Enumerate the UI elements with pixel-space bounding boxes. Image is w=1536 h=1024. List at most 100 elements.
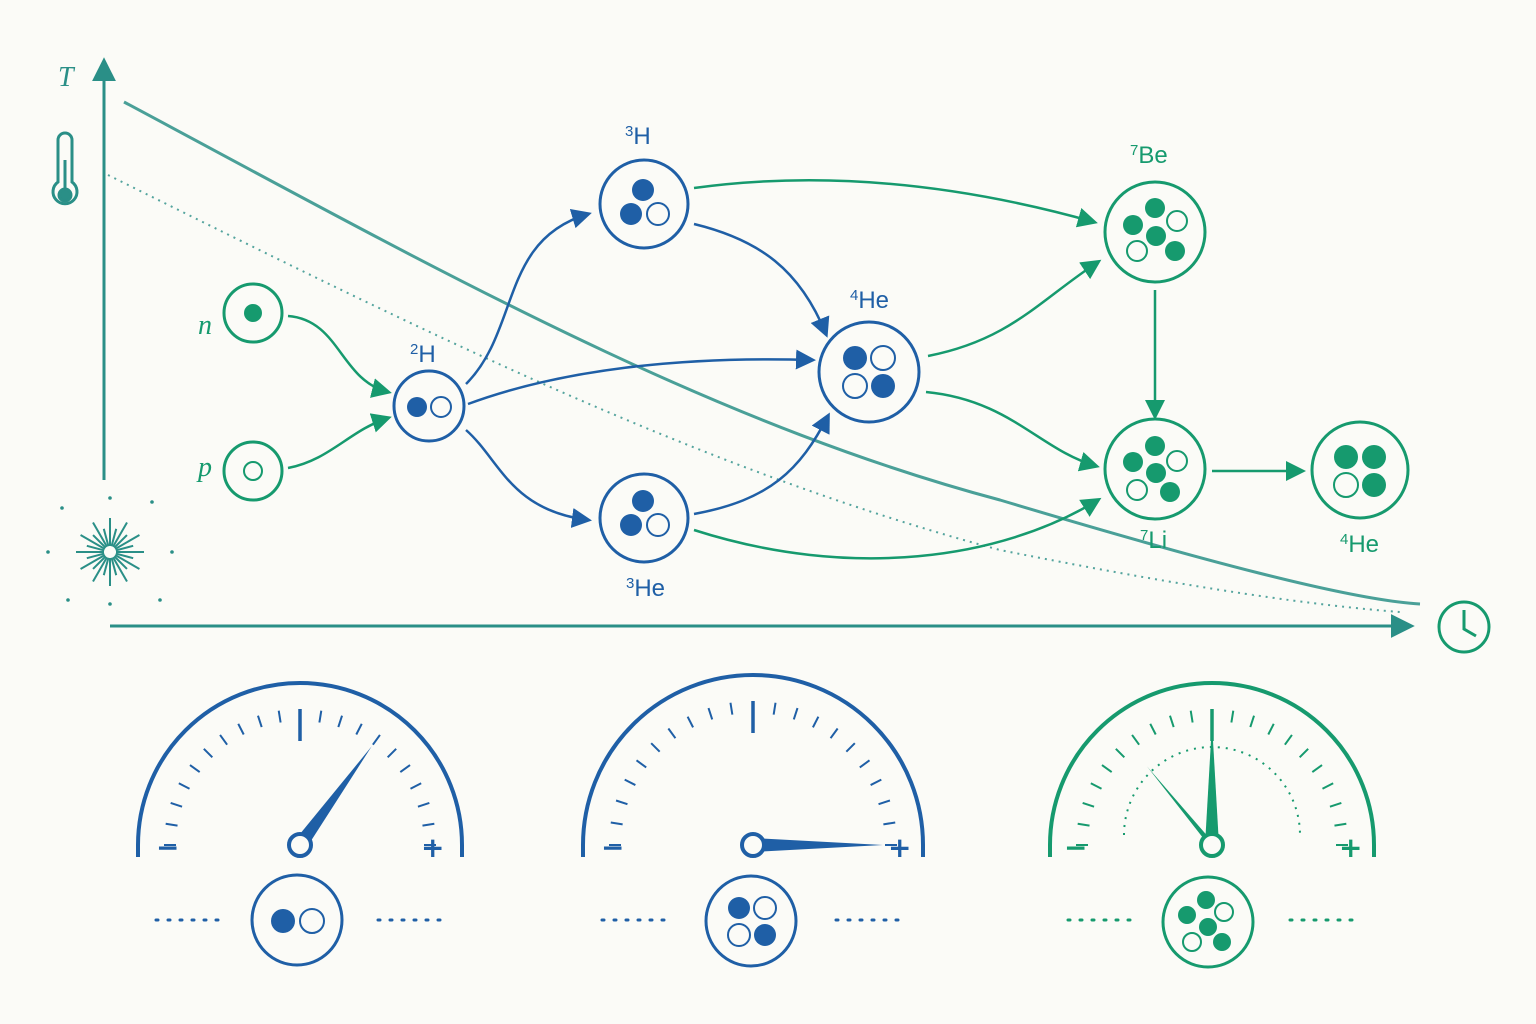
burst-dot <box>150 500 154 504</box>
gauge-hub <box>740 832 766 858</box>
proton-node <box>222 440 284 502</box>
gauge-tick <box>1322 782 1334 790</box>
gauge-tick <box>772 702 777 715</box>
burst-ray <box>110 528 118 547</box>
burst-ray <box>115 544 134 552</box>
burst-ray <box>80 554 106 570</box>
gauge-tick <box>1267 723 1275 735</box>
gauge-arc <box>1048 681 1376 857</box>
gauge-tick <box>792 707 799 720</box>
gauge-tick <box>337 715 343 728</box>
burst-ray <box>113 534 128 549</box>
gauge-tick <box>1149 723 1157 735</box>
gauge-deuterium <box>136 681 464 858</box>
burst-ray <box>114 534 140 550</box>
burst-ray <box>86 544 105 552</box>
clock-icon <box>1437 600 1491 654</box>
gauge-tick <box>845 742 856 753</box>
burst-ray <box>110 557 118 576</box>
temperature-curve-dotted <box>107 174 1401 613</box>
y-axis-label: T <box>58 62 76 93</box>
burst-ray <box>113 555 128 570</box>
gauge-tick <box>399 764 411 773</box>
gauge-tick <box>1131 734 1140 746</box>
gauge-hub <box>287 832 313 858</box>
temperature-curve <box>123 100 1421 606</box>
reaction-arrows <box>287 179 1306 560</box>
burst-ray <box>115 552 134 560</box>
gauge-lithium7 <box>1048 681 1376 858</box>
helium3-node <box>598 472 690 564</box>
helium4-label: 4He <box>850 287 889 314</box>
gauge-tick <box>1311 764 1323 773</box>
gauge-3-plus: + <box>1339 831 1362 864</box>
thermometer-icon <box>51 131 79 206</box>
gauge-tick <box>635 759 647 769</box>
tritium-label: 3H <box>625 123 651 150</box>
burst-dot <box>108 496 112 500</box>
tritium-node <box>598 158 690 250</box>
neutron-node <box>222 282 284 344</box>
gauge-tick <box>1298 748 1309 759</box>
gauge-tick <box>257 715 263 728</box>
gauge-tick <box>610 821 623 826</box>
burst-dot <box>66 598 70 602</box>
lithium7-node <box>1103 417 1207 521</box>
gauge-tick <box>178 782 190 790</box>
gauge-arc <box>581 673 925 857</box>
gauge-tick <box>318 710 323 723</box>
burst-ray <box>92 522 108 548</box>
gauge-arc <box>136 681 464 857</box>
gauge-3-minus: − <box>1064 831 1087 864</box>
gauge-1-nucleus-badge <box>154 873 446 967</box>
gauge-tick <box>1082 802 1095 808</box>
gauge-tick <box>1230 710 1235 723</box>
burst-ray <box>86 552 105 560</box>
gauge-tick <box>1334 822 1347 827</box>
burst-ray <box>80 534 106 550</box>
gauge-tick <box>1249 715 1255 728</box>
gauge-tick <box>650 742 661 753</box>
gauge-tick <box>686 716 694 728</box>
gauge-tick <box>417 802 430 808</box>
beryllium7-node <box>1103 180 1207 284</box>
burst-dot <box>60 506 64 510</box>
gauge-tick <box>410 782 422 790</box>
gauge-tick <box>615 799 628 806</box>
burst-ray <box>102 557 110 576</box>
gauge-tick <box>1284 734 1293 746</box>
gauge-tick <box>878 799 891 806</box>
burst-ray <box>92 555 107 570</box>
gauge-tick <box>1189 710 1194 723</box>
gauge-2-plus: + <box>888 831 911 864</box>
burst-dot <box>46 550 50 554</box>
gauge-1-minus: − <box>156 831 179 864</box>
deuterium-label: 2H <box>410 341 436 368</box>
gauge-2-minus: − <box>601 831 624 864</box>
gauge-3-nucleus-badge <box>1066 875 1358 969</box>
gauge-tick <box>707 707 714 720</box>
gauge-needle-secondary <box>1146 766 1217 847</box>
gauge-tick <box>1077 822 1090 827</box>
gauge-tick <box>372 734 381 746</box>
neutron-label: n <box>198 310 212 341</box>
gauge-needle <box>294 746 372 850</box>
gauge-tick <box>1169 715 1175 728</box>
lithium7-label: 7Li <box>1140 527 1167 554</box>
gauge-tick <box>812 716 820 728</box>
gauge-tick <box>203 748 214 759</box>
helium4-node <box>817 320 921 424</box>
gauge-tick <box>829 727 839 739</box>
burst-ray <box>112 556 128 582</box>
gauge-tick <box>422 822 435 827</box>
gauge-needle <box>753 838 883 852</box>
gauge-tick <box>170 802 183 808</box>
proton-label: p <box>196 452 212 483</box>
helium4-final-label: 4He <box>1340 531 1379 558</box>
big-bang-burst-icon <box>46 496 174 606</box>
gauge-tick <box>237 723 245 735</box>
deuterium-node <box>392 369 466 443</box>
gauge-2-nucleus-badge <box>600 874 904 968</box>
gauge-tick <box>859 759 871 769</box>
gauge-tick <box>729 702 734 715</box>
